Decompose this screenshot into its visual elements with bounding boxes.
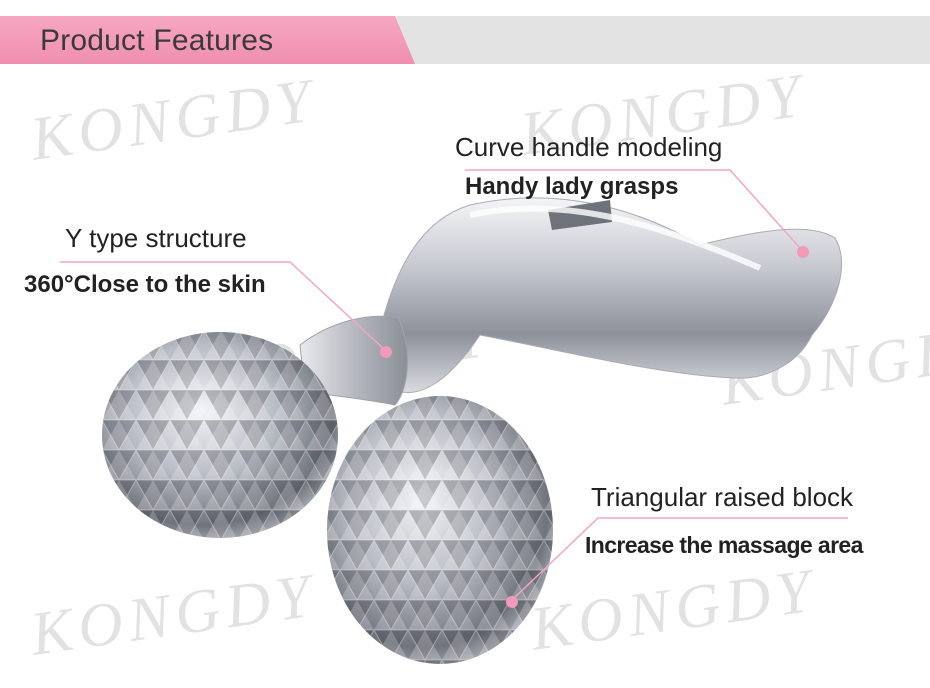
- neck: [299, 315, 408, 406]
- marker-dot-handle: [797, 246, 809, 258]
- feature-block-title: Triangular raised block: [591, 482, 854, 512]
- leader-line-handle: [465, 169, 801, 249]
- feature-block-subtitle: Increase the massage area: [585, 532, 863, 558]
- handle-highlight: [469, 205, 762, 271]
- feature-handle-title: Curve handle modeling: [455, 132, 723, 162]
- feature-structure-title: Y type structure: [65, 223, 247, 253]
- leader-line-structure: [60, 261, 386, 351]
- feature-structure-subtitle: 360°Close to the skin: [24, 271, 266, 298]
- left-roller-facets: [102, 332, 338, 538]
- feature-handle-subtitle: Handy lady grasps: [465, 173, 679, 200]
- section-title: Product Features: [40, 24, 274, 57]
- right-roller-facets: [327, 396, 553, 664]
- header-pink-tab: [0, 16, 415, 64]
- leader-line-block: [511, 517, 848, 601]
- section-header: Product Features: [0, 16, 930, 64]
- marker-dot-structure: [380, 346, 392, 358]
- marker-dot-block: [506, 596, 518, 608]
- handle: [379, 197, 843, 394]
